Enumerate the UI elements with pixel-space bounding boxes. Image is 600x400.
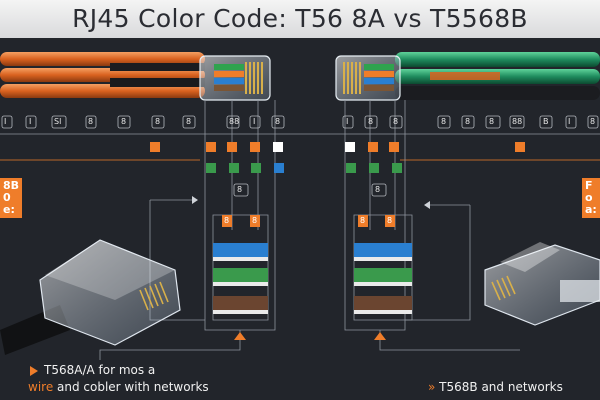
caption-left-line-1: T568A/A for mos a <box>44 363 156 377</box>
right-small-label-row <box>342 115 599 129</box>
right-tag-line-3: a: <box>585 203 597 216</box>
caption-left-accent: wire <box>28 380 54 394</box>
orange-stripe <box>430 72 500 80</box>
right-label-2: 8 <box>368 117 374 126</box>
left-label-10: 8 <box>275 117 281 126</box>
right-label-1: I <box>346 117 349 126</box>
left-label-6: 8 <box>155 117 161 126</box>
right-label-3: 8 <box>393 117 399 126</box>
black-cable <box>395 86 600 100</box>
right-label-4: 8 <box>441 117 447 126</box>
left-label-4: 8 <box>88 117 94 126</box>
left-tag-line-1: 8B <box>3 179 20 192</box>
green-cable-1 <box>395 52 600 67</box>
left-tag-line-3: e: <box>3 203 15 216</box>
right-cable-bundle <box>395 52 600 100</box>
left-orange-tag: 8B 0 e: <box>0 178 23 218</box>
right-small-labels: I 8 8 8 8 8 88 B I 8 <box>300 117 600 129</box>
caption-left-rest: and cobler with networks <box>53 380 209 394</box>
black-jacket-strip <box>110 63 205 71</box>
right-label-8: B <box>543 117 549 126</box>
left-label-2: I <box>29 117 32 126</box>
right-rj45-plug-top <box>335 55 401 101</box>
left-tag-line-2: 0 <box>3 191 11 204</box>
left-mid-label-3: 8 <box>252 216 258 225</box>
right-tag-line-1: F <box>585 179 593 192</box>
caption-right: » T568B and networks <box>428 380 563 394</box>
caption-right-arrows: » <box>428 380 436 394</box>
right-mid-label-3: 8 <box>387 216 393 225</box>
right-tag-line-2: o <box>585 191 593 204</box>
left-label-7: 8 <box>186 117 192 126</box>
caption-left-line-2: wire and cobler with networks <box>28 380 209 394</box>
right-rj45-plug-large <box>484 242 600 326</box>
left-small-labels: I I Sl 8 8 8 8 88 I 8 <box>0 117 300 129</box>
left-small-label-row <box>1 115 285 129</box>
page-title: RJ45 Color Code: T56 8A vs T5568B <box>0 0 600 38</box>
left-mid-label-2: 8 <box>224 216 230 225</box>
right-label-6: 8 <box>489 117 495 126</box>
left-label-5: 8 <box>121 117 127 126</box>
caption-right-text: T568B and networks <box>439 380 563 394</box>
arrow-right <box>192 196 198 204</box>
left-rj45-plug-top <box>199 55 271 101</box>
right-label-10: 8 <box>590 117 596 126</box>
orange-cable-1 <box>0 52 205 66</box>
right-mid-label-1: 8 <box>375 185 381 194</box>
left-label-1: I <box>4 117 7 126</box>
caption-left-arrow <box>30 366 38 376</box>
right-pin-markers <box>345 142 525 340</box>
left-label-3: Sl <box>54 117 62 126</box>
left-pin-markers <box>150 142 284 340</box>
orange-cable-3 <box>0 84 205 98</box>
left-cable-bundle <box>0 52 205 98</box>
right-label-9: I <box>568 117 571 126</box>
black-jacket-strip <box>110 78 205 87</box>
left-label-9: I <box>253 117 256 126</box>
left-mid-label-1: 8 <box>237 185 243 194</box>
right-orange-tag: F o a: <box>582 178 600 218</box>
right-label-7: 88 <box>512 117 523 126</box>
left-label-8: 88 <box>229 117 240 126</box>
mid-small-boxes <box>233 183 387 197</box>
left-rj45-plug-large <box>0 239 181 355</box>
right-color-band-stack <box>354 243 412 314</box>
right-mid-label-2: 8 <box>360 216 366 225</box>
arrow-left <box>424 201 430 209</box>
right-label-5: 8 <box>465 117 471 126</box>
left-color-band-stack <box>213 243 268 314</box>
